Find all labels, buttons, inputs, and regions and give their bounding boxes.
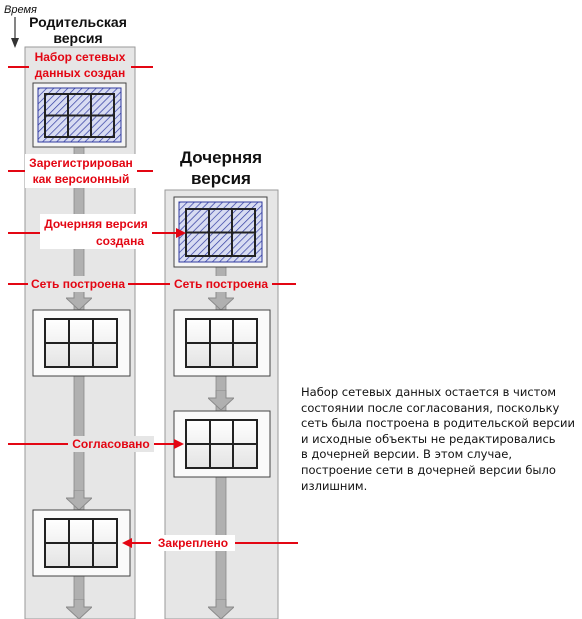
child-created-label-bg <box>40 214 152 249</box>
dataset-created-label-line2: данных создан <box>35 66 125 80</box>
explanation-note: Набор сетевых данных остается в чистом с… <box>301 385 575 493</box>
parent-dataset-dirty-icon <box>32 82 127 148</box>
child-dataset-clean-built-icon <box>173 309 271 377</box>
registered-label-line1: Зарегистрирован <box>29 156 133 170</box>
posted-label: Закреплено <box>158 536 228 550</box>
time-axis-arrowhead <box>11 38 19 48</box>
child-version-title-line1: Дочерняя <box>180 148 262 167</box>
child-version-title-line2: версия <box>191 169 251 188</box>
reconciled-label: Согласовано <box>72 437 149 451</box>
child-created-label-line2: создана <box>96 234 144 248</box>
posted-label-bg <box>151 535 235 551</box>
parent-version-title-line2: версия <box>53 30 102 46</box>
child-dataset-reconciled-icon <box>173 410 271 478</box>
parent-version-title-line1: Родительская <box>29 14 127 30</box>
network-built-child-label-bg <box>170 276 272 292</box>
time-axis-label: Время <box>4 4 37 16</box>
registered-label-line2: как версионный <box>33 172 130 186</box>
dataset-created-label-line1: Набор сетевых <box>35 50 126 64</box>
parent-dataset-posted-icon <box>32 509 131 577</box>
child-dataset-dirty-icon <box>173 196 268 268</box>
network-built-child-label: Сеть построена <box>174 277 268 291</box>
dataset-created-label-bg <box>29 48 131 81</box>
network-built-parent-label: Сеть построена <box>31 277 125 291</box>
child-created-label-line1: Дочерняя версия <box>44 217 148 231</box>
network-built-parent-label-bg <box>28 276 128 292</box>
registered-label-bg <box>25 154 137 188</box>
reconciled-label-bg <box>68 436 154 452</box>
parent-dataset-clean-built-icon <box>32 309 131 377</box>
